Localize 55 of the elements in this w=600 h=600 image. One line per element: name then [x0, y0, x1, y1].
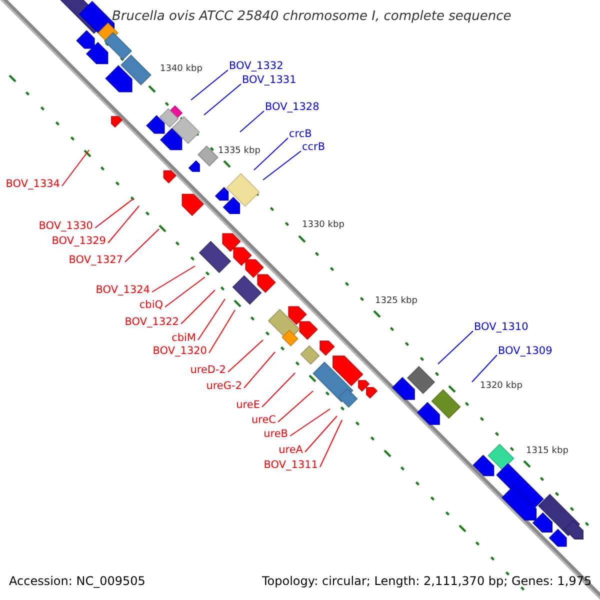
- leader-line: [124, 228, 160, 262]
- scale-label: 1330 kbp: [302, 220, 344, 230]
- leader-line: [62, 150, 90, 186]
- gene-label: cbiM: [172, 332, 196, 344]
- leader-line: [240, 110, 264, 132]
- leader-line: [472, 354, 498, 382]
- gene-label: BOV_1328: [265, 101, 320, 113]
- gene-label: ureG-2: [206, 380, 242, 392]
- leader-line: [108, 206, 140, 244]
- gene-label: BOV_1311: [264, 459, 318, 471]
- gene-label: BOV_1334: [6, 178, 60, 190]
- leader-line: [152, 266, 196, 292]
- leader-line: [304, 416, 338, 452]
- scale-label: 1315 kbp: [526, 446, 568, 456]
- gene-label: BOV_1320: [152, 345, 207, 357]
- gene-label: BOV_1309: [498, 345, 552, 357]
- map-info-text: Accession: NC_009505: [9, 574, 146, 588]
- gene-label: ureE: [236, 399, 260, 411]
- leader-line: [254, 138, 288, 170]
- gene-label: BOV_1327: [68, 254, 123, 266]
- leader-line: [262, 150, 302, 180]
- leader-line: [320, 420, 342, 468]
- gene-label: ureA: [278, 444, 303, 456]
- leader-line: [190, 70, 228, 100]
- scale-label: 1335 kbp: [218, 146, 260, 156]
- scale-label: 1340 kbp: [160, 64, 202, 74]
- gene-label: ureC: [251, 414, 276, 426]
- leader-line: [228, 340, 264, 372]
- map-info-text: Topology: circular; Length: 2,111,370 bp; Genes: 1,975: [262, 574, 592, 588]
- gene-label: BOV_1324: [96, 284, 150, 296]
- gene-label: BOV_1330: [38, 220, 93, 232]
- gene-label: BOV_1322: [124, 316, 179, 328]
- leader-line: [438, 330, 474, 364]
- gene-label: ccrB: [302, 141, 326, 153]
- scale-label: 1320 kbp: [480, 381, 522, 391]
- leader-line: [198, 298, 226, 340]
- leader-line: [204, 84, 242, 116]
- gene-label: BOV_1332: [229, 60, 284, 72]
- gene-label: ureD-2: [190, 364, 226, 376]
- gene-label: BOV_1331: [242, 74, 296, 86]
- gene-label: cbiQ: [139, 299, 163, 311]
- gene-label: BOV_1310: [474, 321, 528, 333]
- leader-line: [262, 372, 296, 408]
- leader-line: [164, 276, 206, 308]
- scale-label: 1325 kbp: [375, 296, 418, 306]
- gene-label: BOV_1329: [52, 235, 106, 247]
- leader-line: [180, 290, 216, 324]
- leader-line: [208, 310, 236, 354]
- leader-line: [94, 198, 134, 228]
- gene-label: crcB: [289, 128, 312, 140]
- gene-label: ureB: [264, 428, 288, 440]
- leader-line: [278, 390, 314, 422]
- map-title: Brucella ovis ATCC 25840 chromosome I, complete sequence: [112, 9, 512, 25]
- leader-line: [244, 352, 276, 388]
- leader-line: [290, 408, 330, 436]
